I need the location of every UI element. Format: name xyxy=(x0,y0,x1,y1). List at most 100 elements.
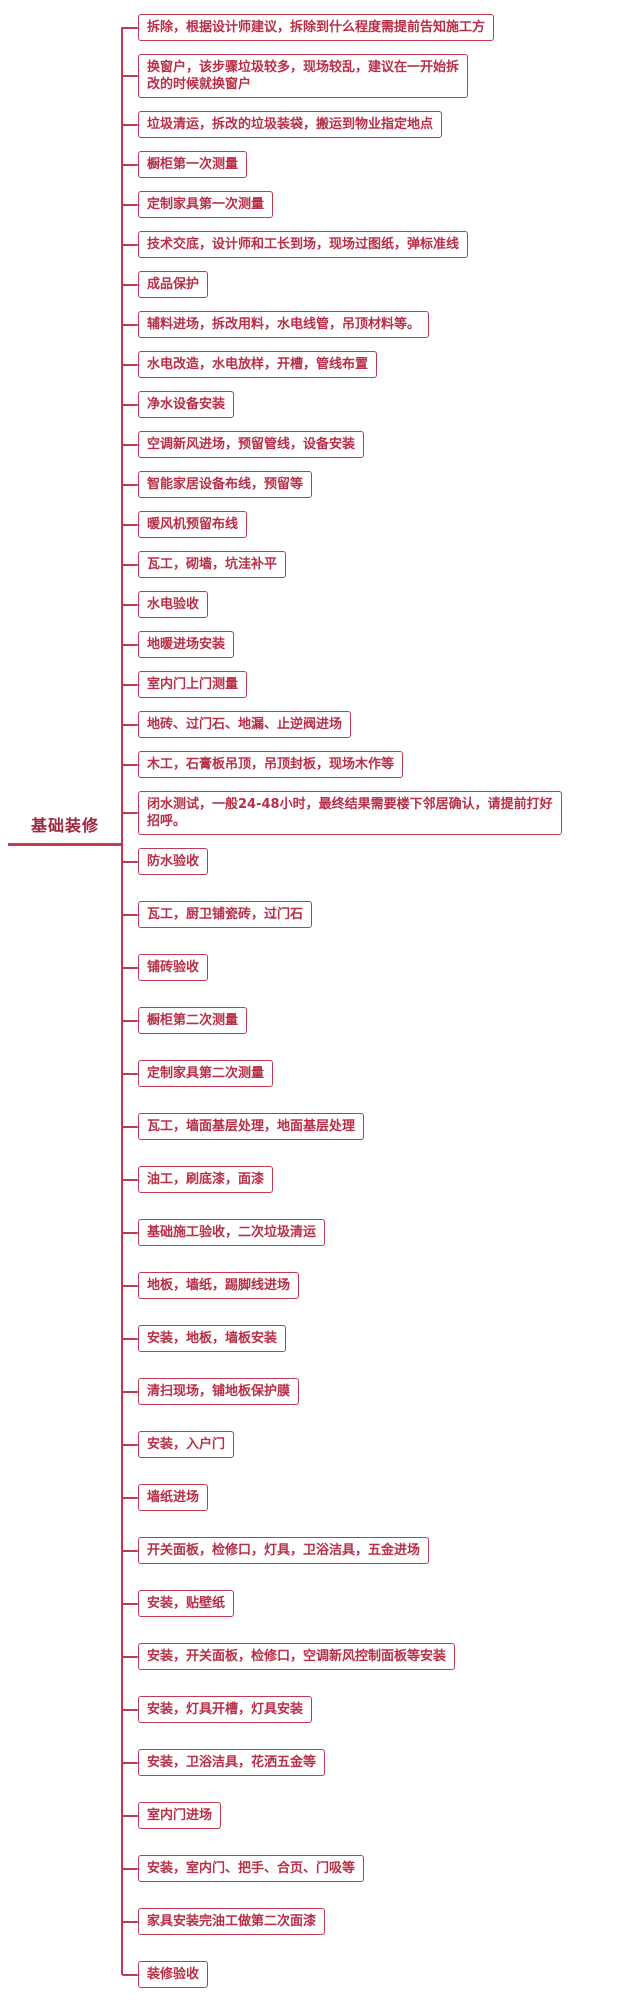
mindmap-node[interactable]: 智能家居设备布线，预留等 xyxy=(138,471,313,498)
mindmap-node[interactable]: 地板，墙纸，踢脚线进场 xyxy=(138,1272,300,1299)
mindmap-node[interactable]: 空调新风进场，预留管线，设备安装 xyxy=(138,431,365,458)
connector-line xyxy=(122,203,138,206)
connector-line xyxy=(122,243,138,246)
mindmap-node[interactable]: 瓦工，墙面基层处理，地面基层处理 xyxy=(138,1113,365,1140)
mindmap-branch: 地暖进场安装 xyxy=(122,631,562,658)
mindmap-node[interactable]: 安装，室内门、把手、合页、门吸等 xyxy=(138,1855,365,1882)
node-label: 瓦工，墙面基层处理，地面基层处理 xyxy=(147,1119,356,1134)
connector-line xyxy=(122,443,138,446)
mindmap-branch: 拆除，根据设计师建议，拆除到什么程度需提前告知施工方 xyxy=(122,14,562,41)
connector-line xyxy=(122,723,138,726)
mindmap-node[interactable]: 基础施工验收，二次垃圾清运 xyxy=(138,1219,326,1246)
mindmap-node[interactable]: 地暖进场安装 xyxy=(138,631,235,658)
mindmap-node[interactable]: 铺砖验收 xyxy=(138,954,209,981)
mindmap-branch: 铺砖验收 xyxy=(122,954,562,981)
mindmap-branch: 室内门上门测量 xyxy=(122,671,562,698)
mindmap-node[interactable]: 暖风机预留布线 xyxy=(138,511,248,538)
mindmap-node[interactable]: 成品保护 xyxy=(138,271,209,298)
node-label: 闭水测试，一般24-48小时，最终结果需要楼下邻居确认，请提前打好招呼。 xyxy=(147,797,553,829)
branch-list: 拆除，根据设计师建议，拆除到什么程度需提前告知施工方 换窗户，该步骤垃圾较多，现… xyxy=(122,14,562,1988)
connector-line xyxy=(122,1549,138,1552)
node-label: 安装，灯具开槽，灯具安装 xyxy=(147,1702,304,1717)
node-label: 地板，墙纸，踢脚线进场 xyxy=(147,1278,291,1293)
mindmap-node[interactable]: 木工，石膏板吊顶，吊顶封板，现场木作等 xyxy=(138,751,404,778)
mindmap-branch: 安装，室内门、把手、合页、门吸等 xyxy=(122,1855,562,1882)
node-label: 墙纸进场 xyxy=(147,1490,200,1505)
mindmap-node[interactable]: 定制家具第一次测量 xyxy=(138,191,274,218)
node-label: 开关面板，检修口，灯具，卫浴洁具，五金进场 xyxy=(147,1543,421,1558)
mindmap-node[interactable]: 水电验收 xyxy=(138,591,209,618)
mindmap-branch: 家具安装完油工做第二次面漆 xyxy=(122,1908,562,1935)
mindmap-node[interactable]: 安装，卫浴洁具，花洒五金等 xyxy=(138,1749,326,1776)
connector-line xyxy=(122,1761,138,1764)
mindmap-node[interactable]: 安装，灯具开槽，灯具安装 xyxy=(138,1696,313,1723)
mindmap-node[interactable]: 瓦工，砌墙，坑洼补平 xyxy=(138,551,287,578)
mindmap-node[interactable]: 拆除，根据设计师建议，拆除到什么程度需提前告知施工方 xyxy=(138,14,495,41)
mindmap-node[interactable]: 橱柜第一次测量 xyxy=(138,151,248,178)
mindmap-node[interactable]: 定制家具第二次测量 xyxy=(138,1060,274,1087)
mindmap-node[interactable]: 安装，入户门 xyxy=(138,1431,235,1458)
mindmap-node[interactable]: 清扫现场，铺地板保护膜 xyxy=(138,1378,300,1405)
mindmap-node[interactable]: 闭水测试，一般24-48小时，最终结果需要楼下邻居确认，请提前打好招呼。 xyxy=(138,791,562,835)
node-label: 定制家具第一次测量 xyxy=(147,197,265,212)
mindmap-node[interactable]: 家具安装完油工做第二次面漆 xyxy=(138,1908,326,1935)
mindmap-node[interactable]: 净水设备安装 xyxy=(138,391,235,418)
mindmap-branch: 闭水测试，一般24-48小时，最终结果需要楼下邻居确认，请提前打好招呼。 xyxy=(122,791,562,835)
node-label: 室内门上门测量 xyxy=(147,677,239,692)
node-label: 铺砖验收 xyxy=(147,960,200,975)
node-label: 净水设备安装 xyxy=(147,397,226,412)
node-label: 换窗户，该步骤垃圾较多，现场较乱，建议在一开始拆改的时候就换窗户 xyxy=(147,60,460,92)
mindmap-branch: 基础施工验收，二次垃圾清运 xyxy=(122,1219,562,1246)
connector-line xyxy=(122,1231,138,1234)
mindmap-node[interactable]: 室内门上门测量 xyxy=(138,671,248,698)
mindmap-node[interactable]: 防水验收 xyxy=(138,848,209,875)
spine-line xyxy=(121,27,123,1975)
node-label: 辅料进场，拆改用料，水电线管，吊顶材料等。 xyxy=(147,317,421,332)
connector-line xyxy=(122,26,138,29)
node-label: 基础施工验收，二次垃圾清运 xyxy=(147,1225,317,1240)
connector-line xyxy=(122,603,138,606)
mindmap-node[interactable]: 辅料进场，拆改用料，水电线管，吊顶材料等。 xyxy=(138,311,430,338)
root-label: 基础装修 xyxy=(30,816,99,835)
mindmap-branch: 定制家具第二次测量 xyxy=(122,1060,562,1087)
mindmap-node[interactable]: 安装，贴壁纸 xyxy=(138,1590,235,1617)
mindmap-branch: 墙纸进场 xyxy=(122,1484,562,1511)
mindmap-node[interactable]: 垃圾清运，拆改的垃圾装袋，搬运到物业指定地点 xyxy=(138,111,443,138)
mindmap-node[interactable]: 地砖、过门石、地漏、止逆阀进场 xyxy=(138,711,352,738)
mindmap-node[interactable]: 安装，开关面板，检修口，空调新风控制面板等安装 xyxy=(138,1643,456,1670)
connector-line xyxy=(122,483,138,486)
mindmap-node[interactable]: 装修验收 xyxy=(138,1961,209,1988)
mindmap-node[interactable]: 油工，刷底漆，面漆 xyxy=(138,1166,274,1193)
connector-line xyxy=(122,1072,138,1075)
mindmap-node[interactable]: 橱柜第二次测量 xyxy=(138,1007,248,1034)
mindmap-node[interactable]: 换窗户，该步骤垃圾较多，现场较乱，建议在一开始拆改的时候就换窗户 xyxy=(138,54,468,98)
mindmap-node[interactable]: 水电改造，水电放样，开槽，管线布置 xyxy=(138,351,378,378)
node-label: 垃圾清运，拆改的垃圾装袋，搬运到物业指定地点 xyxy=(147,117,434,132)
mindmap-root-node[interactable]: 基础装修 xyxy=(8,812,122,846)
connector-line xyxy=(122,1019,138,1022)
mindmap-node[interactable]: 墙纸进场 xyxy=(138,1484,209,1511)
mindmap-node[interactable]: 安装，地板，墙板安装 xyxy=(138,1325,287,1352)
mindmap-node[interactable]: 室内门进场 xyxy=(138,1802,222,1829)
node-label: 木工，石膏板吊顶，吊顶封板，现场木作等 xyxy=(147,757,395,772)
node-label: 水电验收 xyxy=(147,597,200,612)
connector-line xyxy=(122,283,138,286)
node-label: 清扫现场，铺地板保护膜 xyxy=(147,1384,291,1399)
mindmap-branch: 室内门进场 xyxy=(122,1802,562,1829)
mindmap-branch: 智能家居设备布线，预留等 xyxy=(122,471,562,498)
mindmap-node[interactable]: 开关面板，检修口，灯具，卫浴洁具，五金进场 xyxy=(138,1537,430,1564)
mindmap-node[interactable]: 瓦工，厨卫铺瓷砖，过门石 xyxy=(138,901,313,928)
mindmap-branch: 定制家具第一次测量 xyxy=(122,191,562,218)
node-label: 安装，入户门 xyxy=(147,1437,226,1452)
mindmap-node[interactable]: 技术交底，设计师和工长到场，现场过图纸，弹标准线 xyxy=(138,231,469,258)
node-label: 拆除，根据设计师建议，拆除到什么程度需提前告知施工方 xyxy=(147,20,486,35)
mindmap-branch: 安装，地板，墙板安装 xyxy=(122,1325,562,1352)
node-label: 水电改造，水电放样，开槽，管线布置 xyxy=(147,357,369,372)
connector-line xyxy=(122,323,138,326)
node-label: 定制家具第二次测量 xyxy=(147,1066,265,1081)
mindmap-branch: 装修验收 xyxy=(122,1961,562,1988)
mindmap-branch: 橱柜第一次测量 xyxy=(122,151,562,178)
connector-line xyxy=(122,523,138,526)
connector-line xyxy=(122,1337,138,1340)
